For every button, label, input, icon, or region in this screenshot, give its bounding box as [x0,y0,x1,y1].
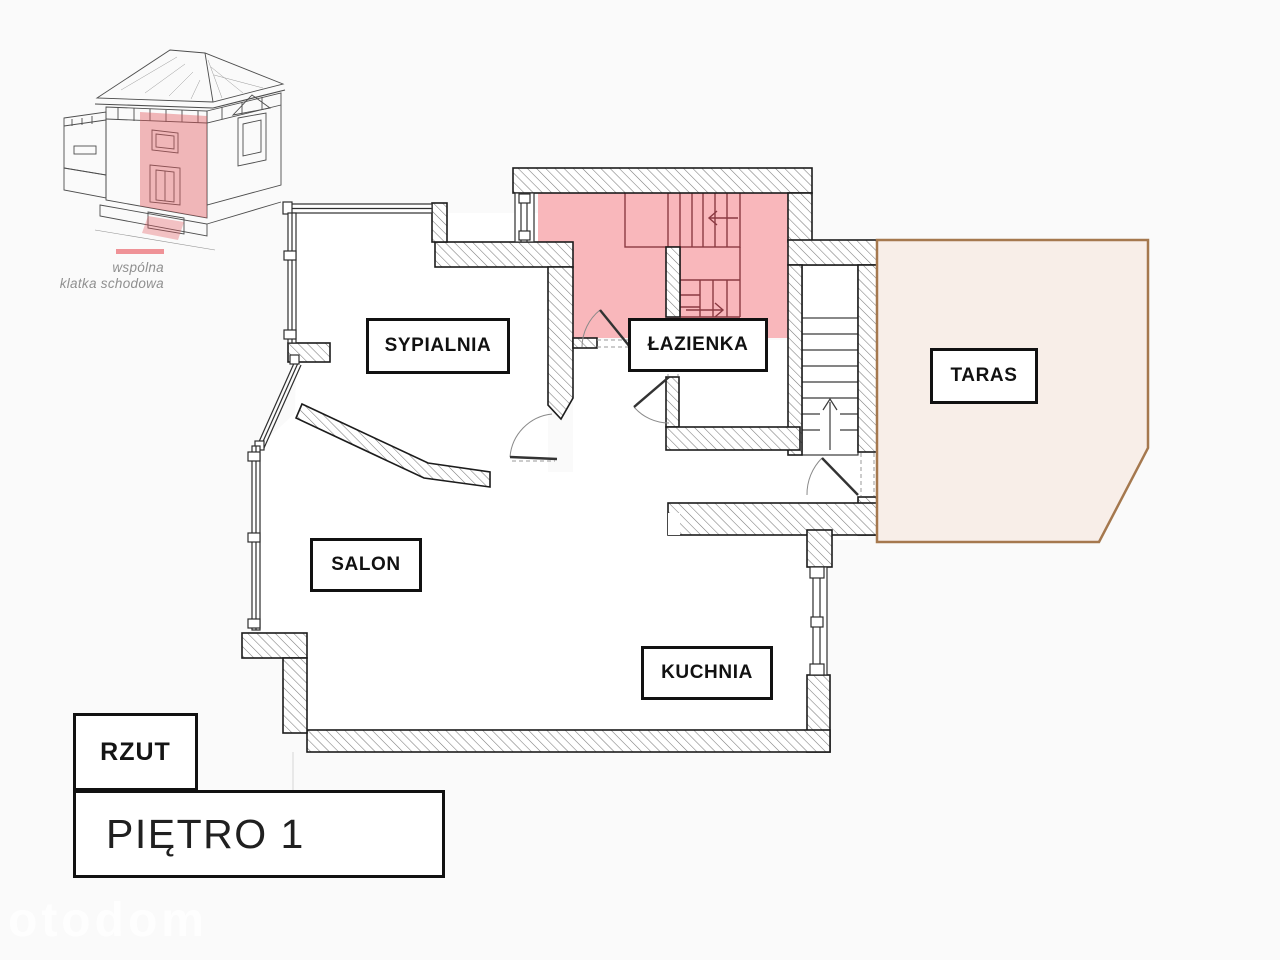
house-bay-roof [231,94,272,116]
wall-kitchen-right-upper [806,529,833,568]
wall-bay-corner [431,202,448,243]
room-label-lazienka: ŁAZIENKA [628,318,768,372]
wall-to-terrace [787,239,878,266]
wall-bathroom-left [665,376,680,428]
watermark: otodom [8,894,208,947]
wall-extstair-right-upper [857,264,878,453]
room-label-kuchnia: KUCHNIA [641,646,773,700]
wall-stair-divider [665,246,681,318]
plan-type-title: RZUT [73,713,198,791]
door-leaf-bedroom [509,455,558,461]
house-roof [95,49,285,103]
door-leaf-entrance [599,309,631,348]
legend-label-line1: wspólna [112,260,164,275]
house-left-wing [63,111,107,176]
door-leaf-bathroom [633,376,670,408]
house-bay [237,112,267,167]
door-arc-bedroom [509,413,553,458]
doors [509,309,875,496]
house-window [151,129,179,154]
house-right-facade [206,92,282,206]
door-arc-terrace [806,457,823,496]
room-label-sypialnia: SYPIALNIA [366,318,510,374]
wall-bedroom-salon-diagonal [294,402,491,488]
wall-stair-bottom [572,337,598,349]
house-sketch [63,49,286,251]
wall-salon-corner-h [241,632,308,659]
windows [247,192,828,676]
wall-stair-right [787,192,813,243]
wall-stair-top [512,167,813,194]
door-arc-bathroom [633,406,670,424]
room-label-salon: SALON [310,538,422,592]
wall-bathroom-bottom [665,426,801,451]
wall-extstair-left [787,264,803,456]
floor-title: PIĘTRO 1 [73,790,445,878]
legend-swatch [116,249,164,254]
door-leaf-terrace [821,457,859,496]
window-staircase [514,192,535,243]
legend-label-line2: klatka schodowa [59,276,164,291]
wall-bottom [306,729,831,753]
wall-bedroom-stair [547,266,574,421]
walls [241,167,878,753]
room-label-taras: TARAS [930,348,1038,404]
legend: wspólna klatka schodowa [36,249,164,292]
house-highlight [140,112,207,240]
staircase-highlight [538,193,788,338]
door-arc-entrance [581,309,601,348]
wall-kitchen-top [667,502,878,536]
house-door-portal [149,164,181,206]
wall-salon-corner-v [282,657,308,734]
wall-bedroom-top [434,241,574,268]
